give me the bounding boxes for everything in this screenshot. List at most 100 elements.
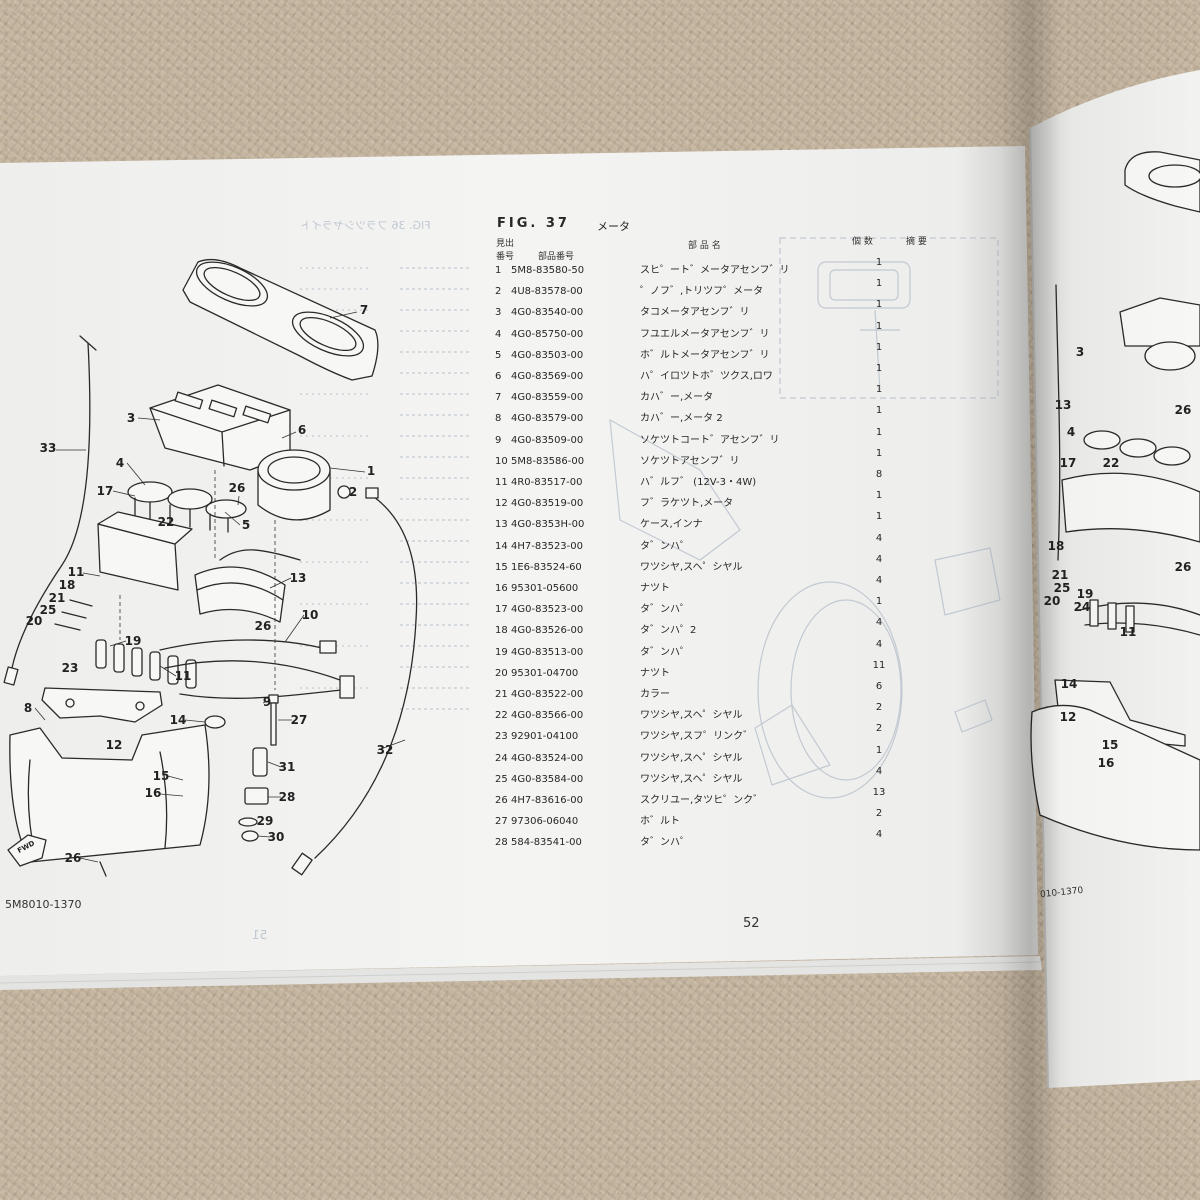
socket-cord-assembly-10: [159, 549, 355, 699]
ref-number: 27: [495, 816, 508, 828]
part-number: 4G0-83519-00: [511, 498, 584, 510]
housing-top: [97, 511, 193, 545]
callout-number: 10: [301, 608, 319, 622]
bolt-shank: [270, 702, 277, 746]
part-number: 4G0-83509-00: [511, 434, 584, 446]
ref-number: 17: [495, 604, 508, 616]
part-number: 4R0-83517-00: [511, 477, 583, 488]
ref-number: 28: [495, 837, 508, 849]
part-number: 584-83541-00: [511, 837, 582, 849]
cord-connector-2: [339, 675, 355, 699]
bleed-flasher-lens-inner: [829, 269, 899, 301]
callout-number: 26: [228, 481, 246, 495]
part-number: 95301-04700: [511, 667, 579, 679]
callout-number: 21: [1051, 568, 1069, 582]
callout-number: 13: [1054, 398, 1072, 412]
quantity: 6: [875, 681, 883, 692]
callout-number: 8: [23, 701, 33, 715]
gauge-pins: [134, 497, 229, 533]
callout-number: 3: [1075, 345, 1085, 359]
tachometer-cable-32: [291, 487, 418, 876]
meter-cover-ring-right-inner: [299, 316, 357, 352]
part-number: 4G0-83513-00: [511, 646, 584, 658]
page-stack-line: [0, 961, 1041, 984]
collar-28: [244, 787, 269, 805]
callout-number: 1: [366, 464, 376, 478]
quantity: 1: [875, 511, 883, 523]
callout-number: 2: [348, 485, 358, 499]
bracket-hole-2: [135, 701, 145, 711]
ref-number: 23: [495, 731, 508, 743]
quantity: 1: [875, 405, 883, 417]
page-stack-edge: [0, 956, 1042, 990]
screw-26: [99, 861, 107, 877]
bracket-hole-1: [65, 698, 75, 708]
callout-number: 26: [1174, 403, 1192, 417]
callout-number: 15: [1101, 738, 1119, 752]
callout-number: 23: [61, 661, 79, 675]
pilot-box-slot-1: [174, 391, 204, 410]
damper-31: [252, 747, 268, 777]
callout-number: 31: [278, 760, 296, 774]
quantity: 1: [875, 299, 883, 311]
ref-number: 13: [495, 519, 508, 531]
bleed-flasher-lens: [817, 261, 911, 309]
callout-number: 12: [1059, 710, 1077, 724]
part-name: ソケツトアセンフ゛リ: [640, 455, 740, 467]
bulb-socket: [113, 643, 125, 673]
ref-number: 8: [495, 413, 502, 425]
leader-paths: [34, 311, 406, 863]
part-number: 4G0-85750-00: [511, 328, 584, 340]
part-number: 4G0-83569-00: [511, 371, 584, 382]
quantity: 4: [875, 617, 883, 629]
callout-number: 19: [124, 634, 142, 648]
cable-33-fitting-top: [79, 335, 97, 351]
callout-number: 16: [1097, 756, 1115, 770]
bleed-header: FIG. 36 フラツシヤライト: [300, 219, 431, 232]
part-name: カラー: [640, 689, 670, 700]
part-name: カハ゛ー,メータ: [640, 392, 714, 404]
part-number: 4G0-83522-00: [511, 689, 584, 700]
callout-number: 17: [1059, 456, 1077, 470]
page-number: 52: [743, 916, 760, 931]
part-name: タ゛ンハ゜: [640, 604, 690, 616]
bolt-27: [268, 694, 279, 746]
ref-number: 15: [495, 561, 508, 573]
ref-number: 9: [495, 434, 502, 446]
quantity: 1: [875, 426, 883, 438]
quantity: 4: [875, 553, 883, 565]
part-name: ゜ノフ゛,トリツフ゜メータ: [640, 286, 764, 298]
inner-case-edge: [196, 582, 284, 601]
right-meter-cover-ring: [1148, 164, 1200, 188]
callout-number: 32: [376, 743, 394, 757]
cord-connector-1: [319, 640, 337, 654]
callout-number: 20: [1043, 594, 1061, 608]
part-number: 4H7-83616-00: [511, 795, 583, 806]
part-name: ナツト: [640, 667, 670, 679]
callout-number: 17: [96, 484, 114, 498]
ref-number: 16: [495, 583, 508, 594]
cord-wire-3: [179, 689, 343, 699]
quantity: 11: [872, 659, 886, 671]
quantity: 4: [875, 532, 883, 544]
part-number: 4G0-83503-00: [511, 349, 584, 361]
quantity: 1: [875, 341, 883, 353]
callout-number: 4: [1066, 425, 1076, 439]
cable-32-fitting-bottom: [291, 852, 313, 876]
dampers-row: [54, 599, 93, 631]
callout-number: 11: [67, 565, 85, 579]
